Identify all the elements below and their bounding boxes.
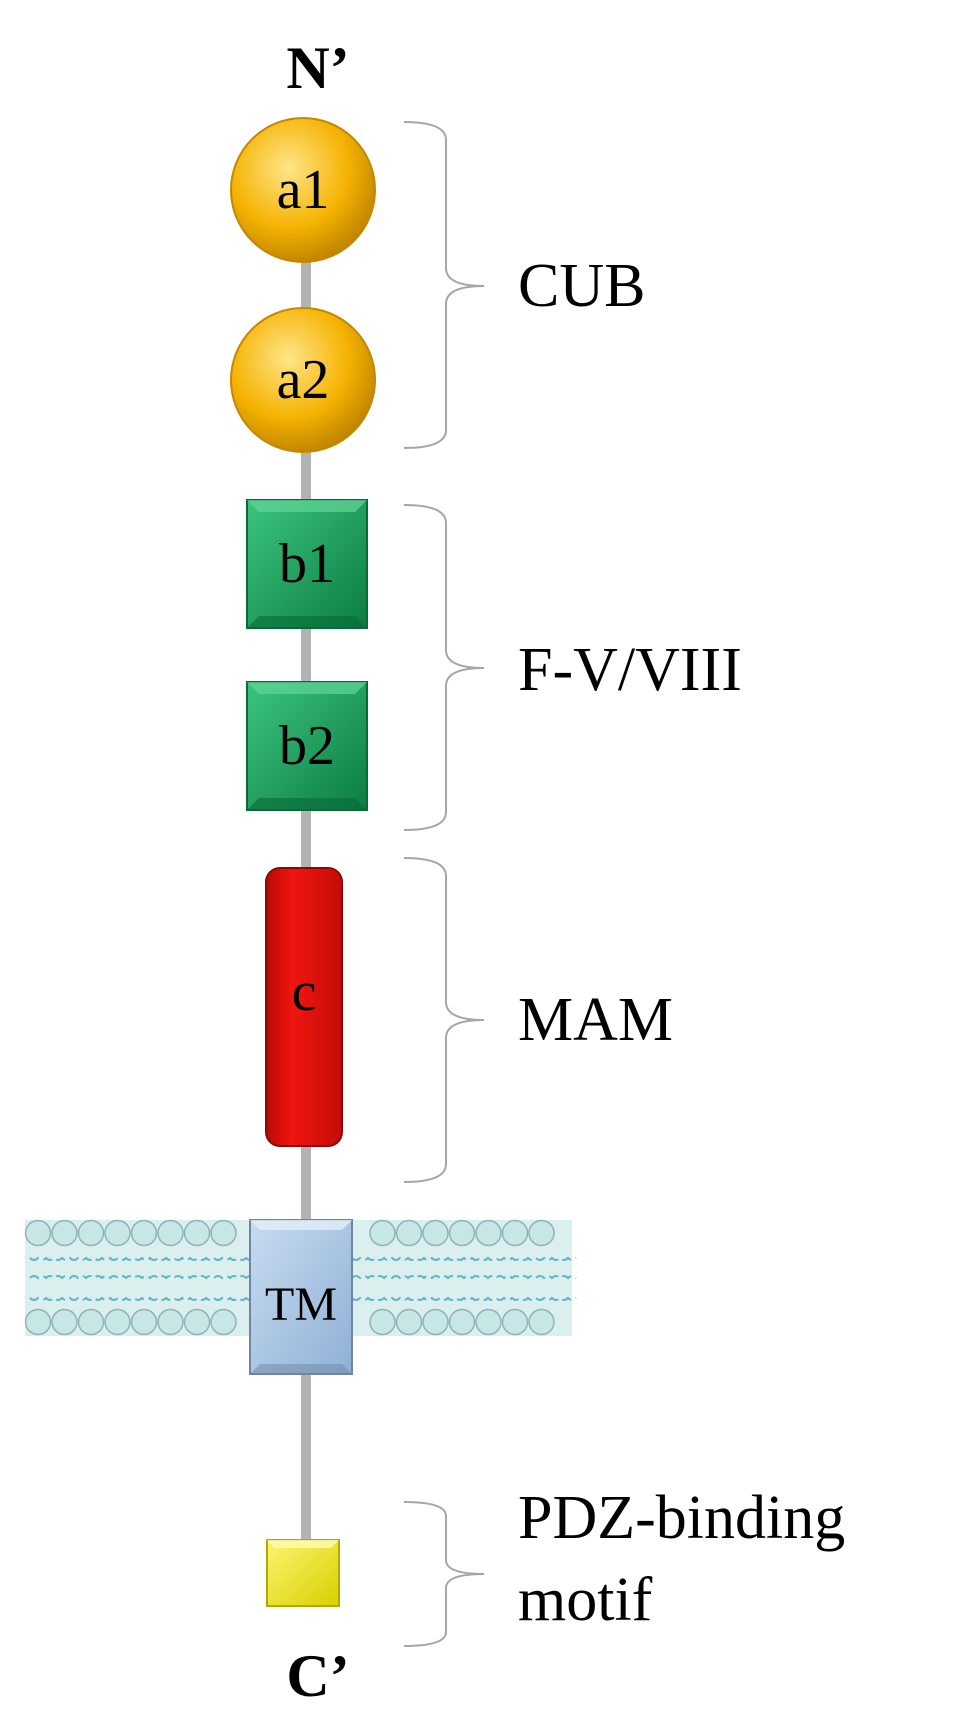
lipid-heads: [24, 1219, 555, 1336]
domain-pdz: [266, 1539, 340, 1607]
lipid-head: [130, 1308, 158, 1336]
lipid-head: [104, 1219, 131, 1247]
fv-bracket: [403, 504, 485, 831]
domain-tm: TM: [249, 1219, 353, 1375]
pdz-group-label-line2: motif: [518, 1566, 653, 1634]
lipid-head: [210, 1308, 237, 1336]
cub-group-label: CUB: [518, 252, 645, 320]
lipid-head: [77, 1219, 105, 1247]
domain-b2: b2: [246, 681, 368, 811]
lipid-head: [104, 1308, 131, 1336]
domain-a2-label: a2: [277, 349, 330, 411]
lipid-head: [77, 1308, 105, 1336]
fv-group-label: F-V/VIII: [518, 636, 742, 704]
lipid-head: [51, 1308, 78, 1336]
lipid-tail: [29, 1256, 255, 1261]
lipid-head: [501, 1219, 529, 1247]
lipid-head: [157, 1219, 184, 1247]
lipid-head: [528, 1219, 555, 1247]
lipid-head: [501, 1308, 529, 1336]
lipid-head: [528, 1308, 555, 1336]
mam-bracket: [403, 857, 485, 1183]
lipid-tails: [29, 1256, 577, 1301]
c-terminus-label: C’: [286, 1643, 349, 1709]
lipid-head: [51, 1219, 78, 1247]
domain-c-label: c: [292, 961, 317, 1023]
lipid-head: [448, 1219, 476, 1247]
lipid-head: [422, 1308, 449, 1336]
lipid-head: [183, 1219, 211, 1247]
domain-a1-label: a1: [277, 159, 330, 221]
lipid-head: [24, 1308, 52, 1336]
domain-a2: a2: [230, 307, 376, 453]
lipid-head: [130, 1219, 158, 1247]
lipid-tail: [29, 1275, 255, 1280]
lipid-head: [422, 1219, 449, 1247]
domain-b1: b1: [246, 499, 368, 629]
lipid-head: [369, 1219, 396, 1247]
domain-b1-label: b1: [279, 533, 335, 595]
lipid-head: [448, 1308, 476, 1336]
pdz-bracket: [403, 1501, 485, 1647]
lipid-head: [395, 1219, 423, 1247]
lipid-head: [157, 1308, 184, 1336]
lipid-head: [395, 1308, 423, 1336]
domain-a1: a1: [230, 117, 376, 263]
lipid-head: [475, 1308, 502, 1336]
n-terminus-label: N’: [286, 35, 349, 101]
lipid-tail: [29, 1296, 255, 1301]
lipid-head: [210, 1219, 237, 1247]
lipid-head: [183, 1308, 211, 1336]
domain-b2-label: b2: [279, 715, 335, 777]
lipid-tail: [351, 1296, 577, 1301]
lipid-head: [24, 1219, 52, 1247]
domain-tm-label: TM: [265, 1278, 337, 1331]
domain-c: c: [265, 867, 343, 1147]
cub-bracket: [403, 121, 485, 449]
lipid-head: [475, 1219, 502, 1247]
lipid-head: [369, 1308, 396, 1336]
lipid-tail: [351, 1275, 577, 1280]
lipid-tail: [351, 1256, 577, 1261]
mam-group-label: MAM: [518, 986, 673, 1054]
pdz-group-label-line1: PDZ-binding: [518, 1484, 845, 1552]
